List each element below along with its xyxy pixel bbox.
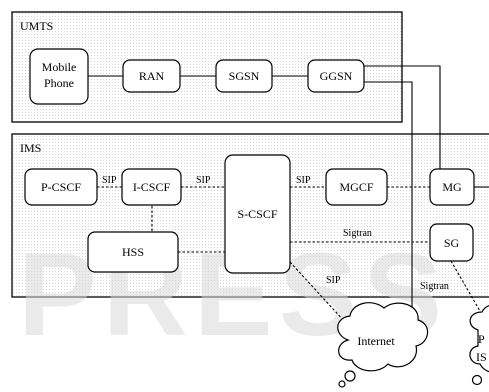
label-sip-scscf-mgcf: SIP: [296, 175, 311, 186]
link-scscf-internet: [289, 261, 346, 323]
mobile-phone-label-line1: Mobile: [42, 60, 77, 74]
hss-label: HSS: [122, 245, 144, 259]
node-i-cscf: I-CSCF: [121, 168, 182, 206]
solid-links: [88, 65, 489, 325]
node-ggsn: GGSN: [307, 59, 365, 93]
node-ran: RAN: [122, 59, 181, 93]
link-ggsn-internet: [364, 81, 413, 325]
ggsn-label: GGSN: [320, 69, 353, 83]
sgsn-label: SGSN: [229, 69, 260, 83]
node-mgcf: MGCF: [325, 168, 388, 206]
node-s-cscf: S-CSCF: [224, 154, 291, 274]
i-cscf-label: I-CSCF: [133, 180, 171, 194]
pstn-label-line1: P: [478, 332, 485, 346]
node-sgsn: SGSN: [215, 59, 273, 93]
ims-domain-label: IMS: [20, 141, 41, 155]
label-sigtran-scscf-sg: Sigtran: [343, 228, 372, 239]
p-cscf-label: P-CSCF: [41, 180, 81, 194]
node-mobile-phone: Mobile Phone: [29, 48, 89, 105]
s-cscf-label: S-CSCF: [237, 207, 277, 221]
label-sip-scscf-internet: SIP: [326, 275, 341, 286]
node-pstn-cloud: P IS: [469, 305, 489, 386]
node-mg: MG: [429, 168, 475, 206]
node-p-cscf: P-CSCF: [24, 168, 98, 206]
internet-label: Internet: [357, 334, 395, 348]
node-hss: HSS: [87, 231, 179, 273]
label-sip-pcscf-icscf: SIP: [102, 175, 117, 186]
mobile-phone-label-line2: Phone: [44, 76, 74, 90]
label-sigtran-sg: Sigtran: [420, 281, 449, 292]
link-sg-pstn: [450, 260, 485, 319]
label-sip-icscf-scscf: SIP: [196, 175, 211, 186]
ran-label: RAN: [139, 69, 165, 83]
umts-domain-label: UMTS: [20, 19, 53, 33]
link-ggsn-mg: [364, 65, 441, 177]
node-sg: SG: [429, 223, 474, 262]
mgcf-label: MGCF: [339, 180, 373, 194]
node-internet-cloud: Internet: [337, 302, 429, 388]
link-labels: SIP SIP SIP Sigtran SIP Sigtran: [102, 175, 449, 292]
pstn-label-line2: IS: [476, 350, 487, 364]
dashed-links: [97, 186, 485, 323]
sg-label: SG: [444, 236, 460, 250]
mg-label: MG: [442, 180, 462, 194]
